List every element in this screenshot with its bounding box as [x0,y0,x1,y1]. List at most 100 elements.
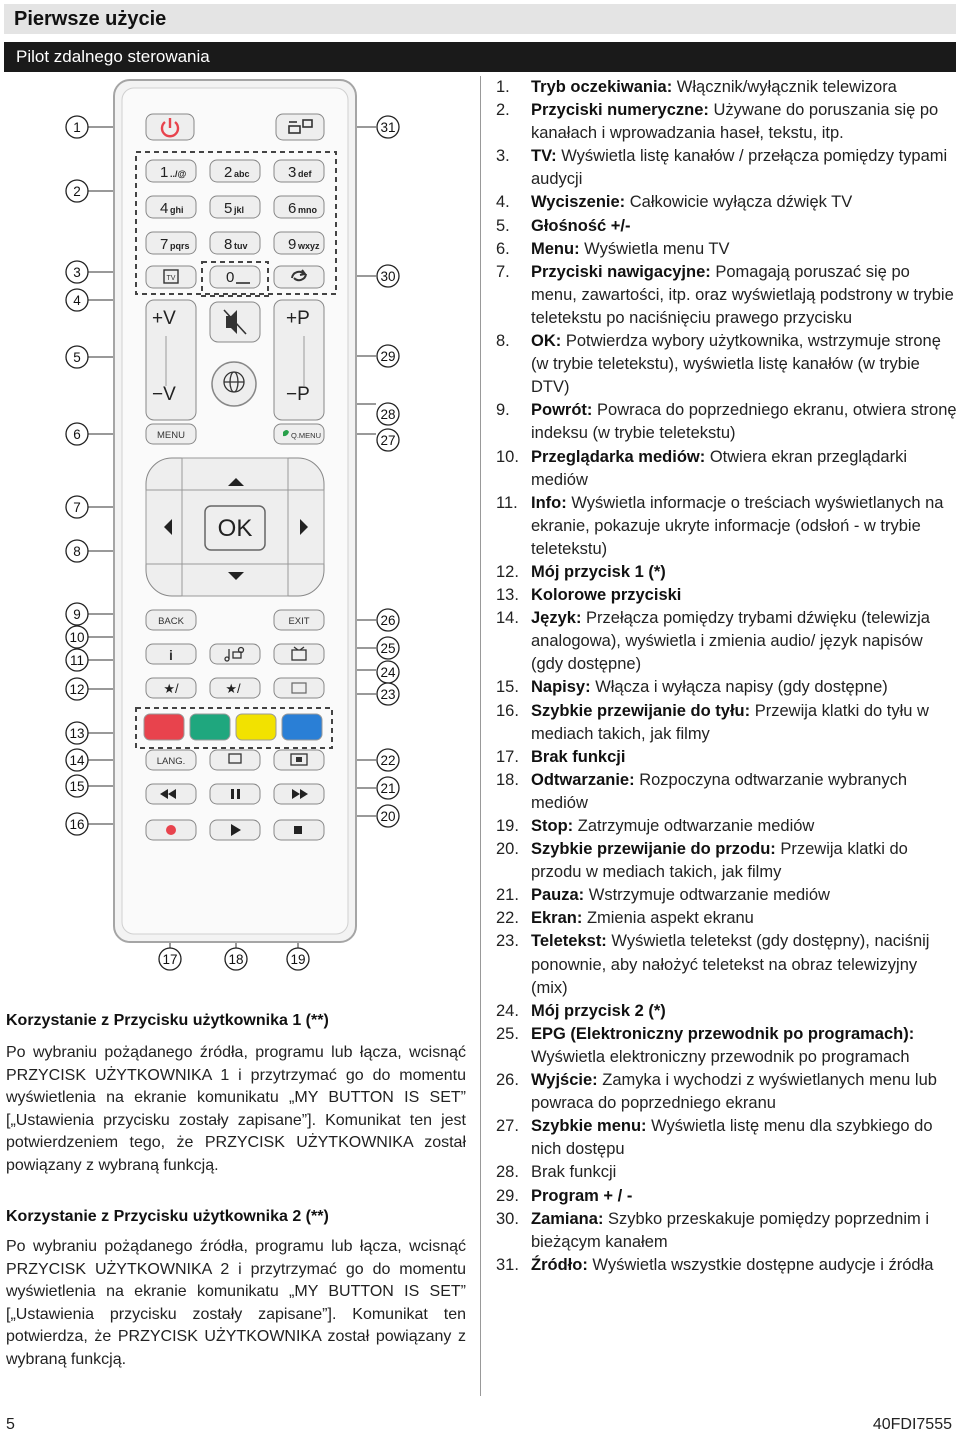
callout-marker: 3 [65,260,89,284]
legend-number: 3. [496,147,510,166]
volume-rocker[interactable]: +V −V [145,299,197,421]
language-label: LANG. [157,756,186,767]
exit-button[interactable]: EXIT [273,609,325,631]
my-button-1[interactable]: ★/ [145,677,197,699]
callout-number: 12 [69,682,84,697]
callout-marker: 19 [286,947,310,971]
tv-button[interactable]: TV [145,265,197,289]
rewind-button[interactable] [145,783,197,805]
legend-item: 22.Ekran: Zmienia aspekt ekranu [496,907,958,930]
digit-0-button[interactable]: 0 [209,265,261,289]
legend-description: Zatrzymuje odtwarzanie mediów [573,817,815,835]
red-button[interactable] [143,713,185,741]
blue-button[interactable] [281,713,323,741]
legend-function-name: OK: [531,332,562,351]
legend-function-name: Brak funkcji [531,747,626,766]
callout-number: 29 [380,349,395,364]
stop-button[interactable] [273,819,325,841]
yellow-button[interactable] [235,713,277,741]
fast-forward-button[interactable] [273,783,325,805]
language-button[interactable]: LANG. [145,749,197,771]
legend-function-name: Szybkie przewijanie do przodu: [531,840,776,859]
legend-item: 17.Brak funkcji [496,746,958,769]
callout-marker: 10 [65,625,89,649]
teletext-button[interactable] [273,677,325,699]
digit-letters: mno [298,205,318,215]
digit-letters: tuv [234,241,248,251]
legend-text: Zamiana: Szybko przeskakuje pomiędzy pop… [531,1208,958,1254]
mute-icon [223,309,247,335]
info-button[interactable]: i [145,643,197,665]
callout-number: 30 [380,269,395,284]
callout-number: 16 [69,817,84,832]
source-icon [288,119,313,134]
callout-marker: 26 [376,608,400,632]
source-button[interactable] [275,113,325,141]
record-icon [166,825,176,835]
swap-button[interactable] [273,265,325,289]
media-browser-icon [224,646,245,662]
media-browser-button[interactable] [209,643,261,665]
internet-button[interactable] [211,361,257,407]
legend-item: 8.OK: Potwierdza wybory użytkownika, wst… [496,330,958,399]
digit-1-button[interactable]: 1../@ [145,159,197,183]
legend-function-name: Wyciszenie: [531,193,626,212]
mute-button[interactable] [209,301,261,343]
quick-menu-button[interactable]: Q.MENU [273,423,325,445]
legend-item: 9.Powrót: Powraca do poprzedniego ekranu… [496,399,958,445]
star-icon: ★/ [225,681,241,696]
quick-menu-label: Q.MENU [291,431,321,440]
callout-number: 11 [70,653,84,668]
menu-button[interactable]: MENU [145,423,197,445]
user-button-2-title: Korzystanie z Przycisku użytkownika 2 (*… [6,1208,329,1225]
callout-marker: 7 [65,495,89,519]
my-button-2[interactable]: ★/ [209,677,261,699]
legend-text: Powrót: Powraca do poprzedniego ekranu, … [531,399,958,445]
ok-button[interactable]: OK [204,505,266,551]
legend-item: 1.Tryb oczekiwania: Włącznik/wyłącznik t… [496,76,958,99]
green-button[interactable] [189,713,231,741]
program-rocker[interactable]: +P −P [273,299,325,421]
epg-button[interactable] [273,643,325,665]
callout-number: 31 [380,120,395,135]
legend-item: 30.Zamiana: Szybko przeskakuje pomiędzy … [496,1208,958,1254]
subtitles-button[interactable] [209,749,261,771]
legend-text: Teletekst: Wyświetla teletekst (gdy dost… [531,930,958,999]
callout-number: 21 [380,781,395,796]
legend-item: 27.Szybkie menu: Wyświetla listę menu dl… [496,1115,958,1161]
standby-button[interactable] [145,113,195,141]
record-button[interactable] [145,819,197,841]
legend-number: 6. [496,239,510,258]
callout-marker: 27 [376,428,400,452]
play-icon [231,824,241,836]
legend-number: 21. [496,886,519,905]
legend-item: 3.TV: Wyświetla listę kanałów / przełącz… [496,145,958,191]
epg-icon [291,646,307,661]
legend-item: 12.Mój przycisk 1 (*) [496,561,958,584]
legend-function-name: Przeglądarka mediów: [531,447,706,466]
screen-button[interactable] [273,749,325,771]
legend-text: Pauza: Wstrzymuje odtwarzanie mediów [531,884,958,907]
callout-number: 25 [380,641,395,656]
legend-function-name: Źródło: [531,1255,588,1274]
legend-function-name: Kolorowe przyciski [531,586,682,605]
volume-up-label: +V [152,308,176,329]
callout-marker: 21 [376,776,400,800]
pause-button[interactable] [209,783,261,805]
legend-text: Język: Przełącza pomiędzy trybami dźwięk… [531,607,958,676]
legend-text: Ekran: Zmienia aspekt ekranu [531,907,958,930]
legend-number: 4. [496,193,510,212]
play-button[interactable] [209,819,261,841]
callout-number: 14 [69,753,85,768]
legend-text: Tryb oczekiwania: Włącznik/wyłącznik tel… [531,76,958,99]
digit-label: 9 [288,236,296,253]
back-button[interactable]: BACK [145,609,197,631]
